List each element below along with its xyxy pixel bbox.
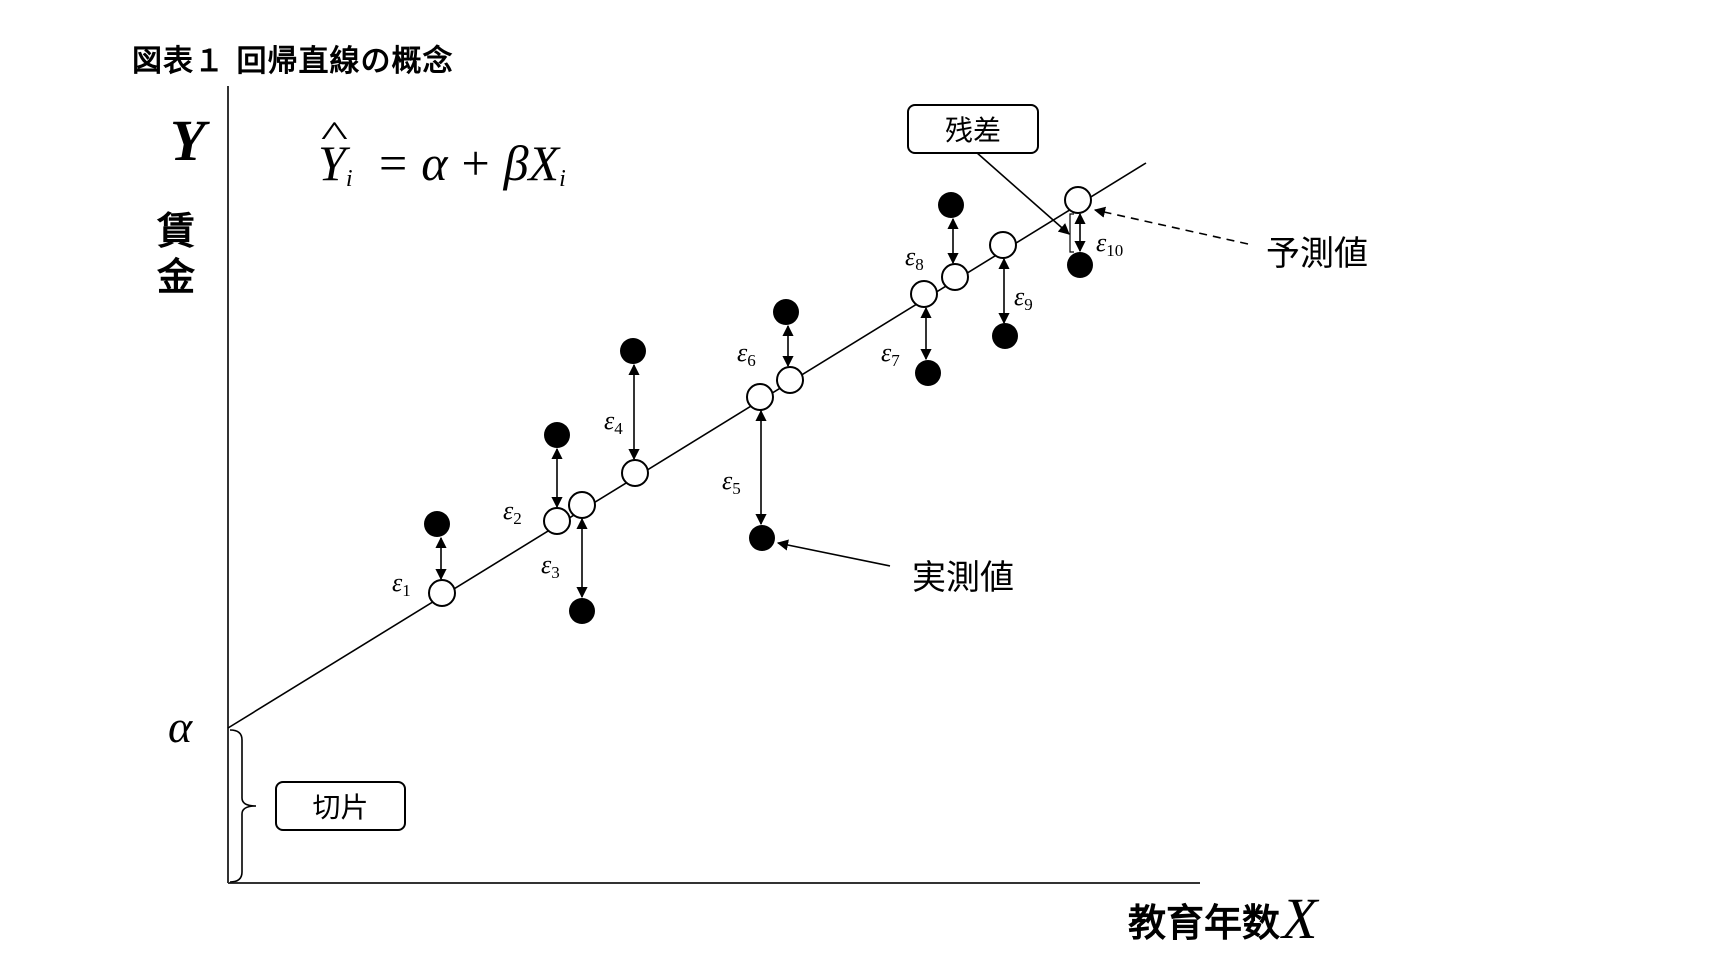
intercept-callout-label: 切片 xyxy=(312,791,369,824)
residual-bracket xyxy=(1069,213,1074,253)
x-axis-label: 教育年数 xyxy=(1128,901,1281,945)
y-axis-label-text: 賃金 xyxy=(156,209,195,299)
observed-points xyxy=(424,192,1093,624)
y-axis-variable: Y xyxy=(170,108,206,173)
residual-label-2: ε2 xyxy=(503,496,522,528)
intercept-symbol: α xyxy=(168,701,193,752)
residual-label-1: ε1 xyxy=(392,568,411,600)
formula-x: X xyxy=(528,135,560,191)
formula-y-sub: i xyxy=(345,166,353,192)
residual-callout-label: 残差 xyxy=(944,114,1001,147)
intercept-callout-box: 切片 xyxy=(275,781,406,831)
regression-line xyxy=(227,162,1147,729)
residual-arrows xyxy=(435,212,1086,599)
predicted-leader xyxy=(1093,206,1249,245)
formula-equals: = xyxy=(378,135,408,191)
formula-x-sub: i xyxy=(559,166,566,192)
figure-title: 図表１ 回帰直線の概念 xyxy=(132,44,454,79)
residual-leader xyxy=(975,151,1070,235)
intercept-brace xyxy=(229,729,257,883)
predicted-callout-label: 予測値 xyxy=(1266,234,1368,274)
observed-callout-label: 実測値 xyxy=(912,558,1014,598)
regression-formula: Yi =α+βXi xyxy=(318,138,566,191)
residual-label-7: ε7 xyxy=(881,338,900,370)
residual-label-4: ε4 xyxy=(604,406,623,438)
residual-label-8: ε8 xyxy=(905,242,924,274)
formula-beta: β xyxy=(503,135,529,191)
formula-alpha: α xyxy=(421,135,448,191)
residual-label-9: ε9 xyxy=(1014,282,1033,314)
residual-label-6: ε6 xyxy=(737,338,756,370)
formula-plus: + xyxy=(461,135,490,191)
predicted-points xyxy=(428,186,1092,607)
residual-label-10: ε10 xyxy=(1096,228,1124,260)
residual-callout-box: 残差 xyxy=(907,104,1039,154)
y-hat: Y xyxy=(318,138,346,188)
observed-leader xyxy=(776,539,891,567)
y-axis-label: 賃金 xyxy=(156,208,196,300)
residual-label-3: ε3 xyxy=(541,550,560,582)
x-axis-variable: X xyxy=(1282,886,1318,951)
residual-label-5: ε5 xyxy=(722,466,741,498)
